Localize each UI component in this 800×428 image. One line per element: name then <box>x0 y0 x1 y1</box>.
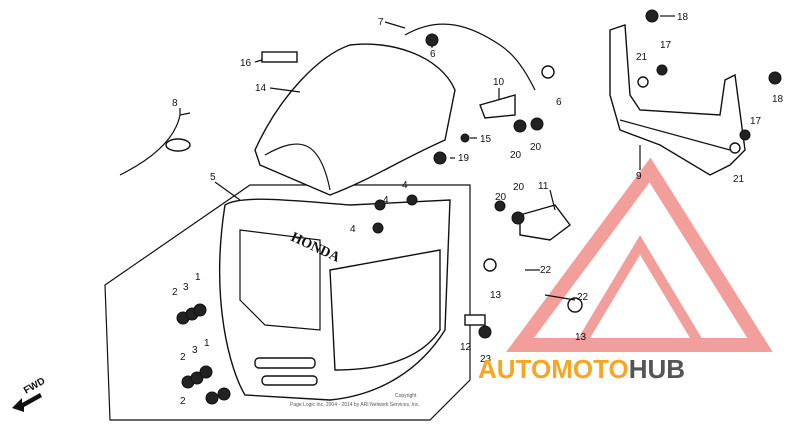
grommet <box>165 138 191 152</box>
bracket-inner <box>619 119 731 151</box>
callout: 2 <box>172 287 178 298</box>
trim-strip <box>404 23 536 91</box>
callout: 11 <box>538 181 549 192</box>
fairing-window-right <box>329 249 441 371</box>
callout: 21 <box>636 52 648 63</box>
callout: 4 <box>383 195 389 206</box>
callout: 20 <box>530 142 542 153</box>
callout: 18 <box>772 94 784 105</box>
callout: 6 <box>556 97 562 108</box>
leader-lines <box>179 15 675 301</box>
callout: 21 <box>733 174 745 185</box>
assembly-outline <box>104 184 471 421</box>
callout: 23 <box>480 354 492 365</box>
callout: 20 <box>510 150 522 161</box>
callout: 17 <box>660 40 672 51</box>
fasteners <box>176 9 782 405</box>
callout: 18 <box>677 12 689 23</box>
callout: 22 <box>540 265 552 276</box>
callout: 20 <box>513 182 525 193</box>
callout: 9 <box>636 171 642 182</box>
windscreen <box>254 43 456 196</box>
copyright-line1: Copyright <box>395 393 417 399</box>
callout: 19 <box>458 153 470 164</box>
callout-labels: 7 6 18 16 14 21 17 6 18 10 8 15 20 20 17… <box>172 12 784 407</box>
callout: 3 <box>192 345 198 356</box>
callout: 13 <box>575 332 587 343</box>
callout: 16 <box>240 58 252 69</box>
automotohub-logo <box>506 157 773 352</box>
callout: 22 <box>577 292 589 303</box>
callout: 8 <box>172 98 178 109</box>
callout: 10 <box>493 77 505 88</box>
cable <box>119 112 191 176</box>
callout: 12 <box>460 342 472 353</box>
copyright-line2: Page Logic Inc. 2004 - 2014 by ARI Netwo… <box>290 402 420 408</box>
callout: 4 <box>402 180 408 191</box>
callout: 13 <box>490 290 502 301</box>
bracket-10 <box>479 94 516 119</box>
lower-vent <box>254 357 316 369</box>
callout: 1 <box>204 338 210 349</box>
watermark-part2: HUB <box>629 354 685 384</box>
lower-vent-2 <box>261 375 318 386</box>
callout: 3 <box>183 282 189 293</box>
callout: 4 <box>350 224 356 235</box>
callout: 6 <box>430 49 436 60</box>
windscreen-edge <box>264 143 331 191</box>
mount-bracket <box>609 24 746 176</box>
callout: 2 <box>180 352 186 363</box>
callout: 14 <box>255 83 267 94</box>
callout: 1 <box>195 272 201 283</box>
bracket-11 <box>519 204 571 241</box>
callout: 15 <box>480 134 492 145</box>
callout: 20 <box>495 192 507 203</box>
decal-strip <box>261 51 298 63</box>
watermark-part1: AUTOMOTO <box>478 354 629 384</box>
callout: 5 <box>210 172 216 183</box>
fwd-label: FWD <box>22 376 47 397</box>
callout: 7 <box>378 17 384 28</box>
fairing-window-left <box>239 229 321 331</box>
callout: 17 <box>750 116 762 127</box>
fwd-indicator: FWD <box>12 376 47 412</box>
callout: 2 <box>180 396 186 407</box>
watermark-text: AUTOMOTOHUB <box>478 354 685 384</box>
